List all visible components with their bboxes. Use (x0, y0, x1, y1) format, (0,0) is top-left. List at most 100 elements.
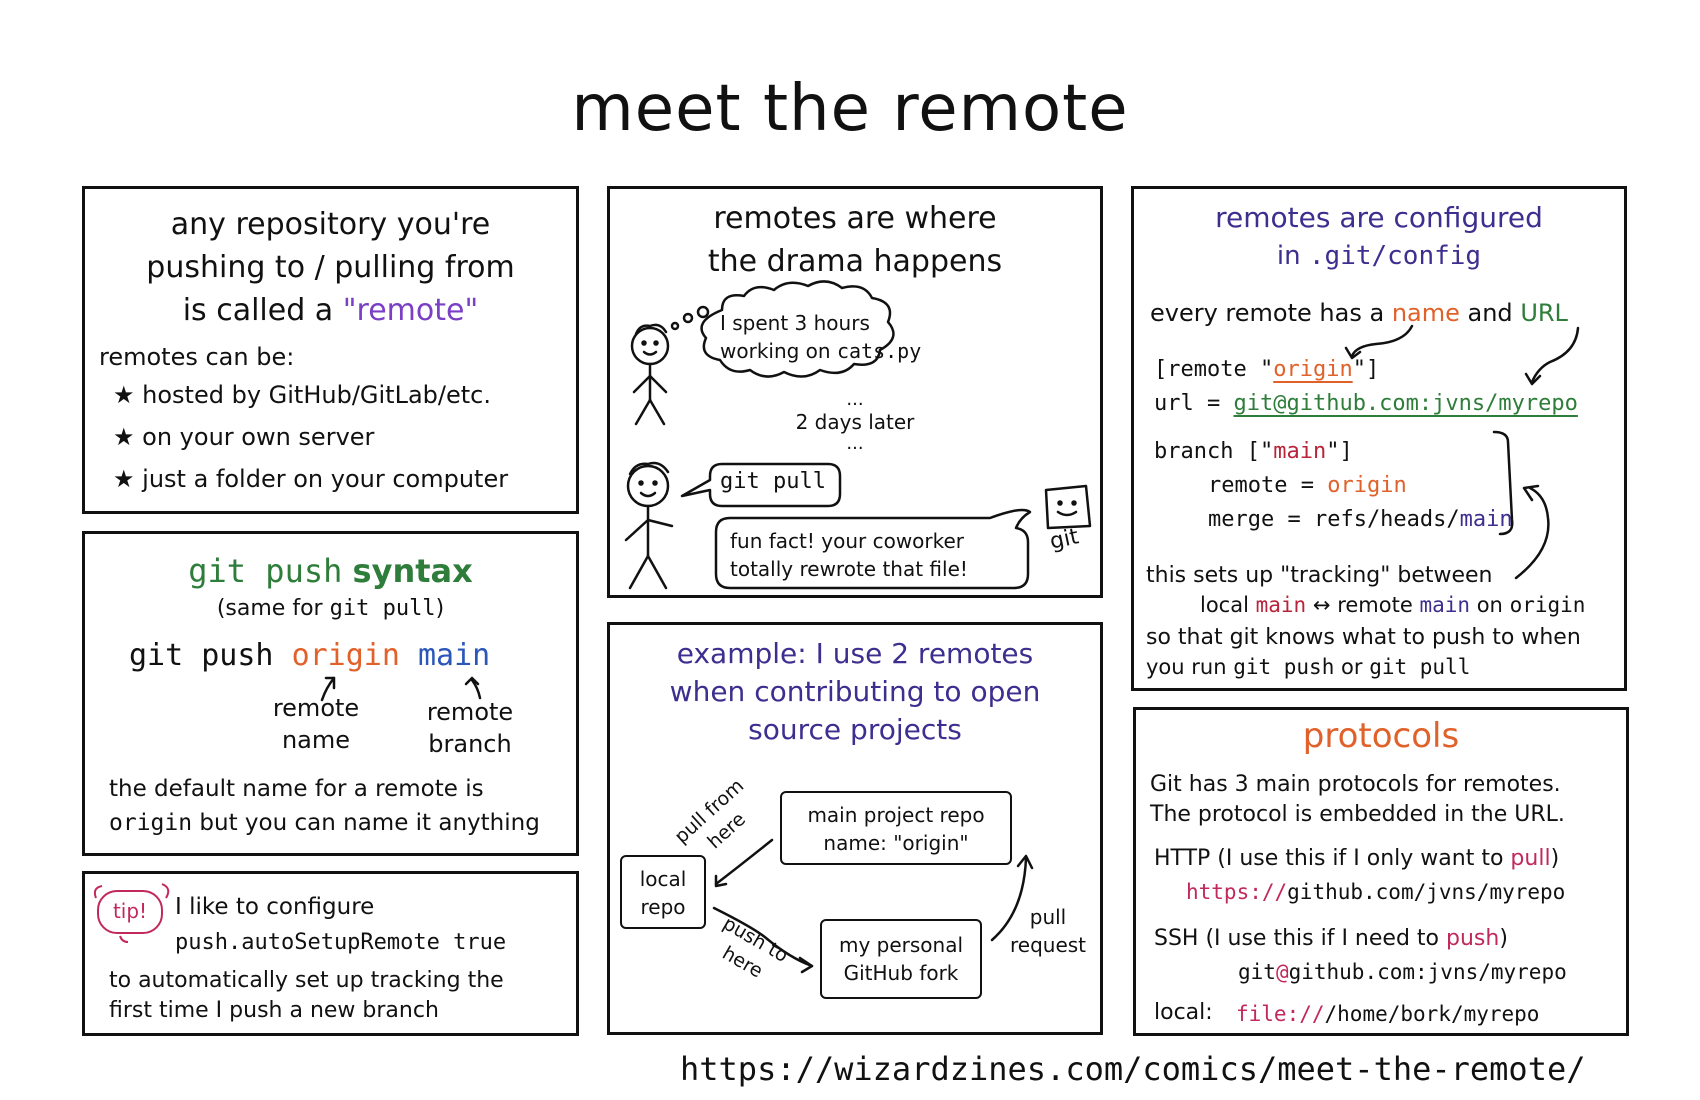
remote-name-value: origin (1273, 357, 1353, 382)
http-line: HTTP (I use this if I only want to pull) (1154, 846, 1559, 871)
remote-bullet-2: ★ on your own server (113, 423, 374, 451)
ellipsis-bottom: ... (846, 433, 864, 454)
run-prefix: you run (1146, 655, 1227, 679)
config-heading-prefix: in (1276, 241, 1301, 271)
config-remote-line: [remote "origin"] (1154, 357, 1379, 382)
protocols-intro2: The protocol is embedded in the URL. (1150, 802, 1565, 827)
every-and: and (1467, 299, 1513, 327)
tracking-remote: remote (1337, 593, 1413, 617)
ssh-word: push (1446, 926, 1500, 951)
page-title: meet the remote (571, 72, 1129, 146)
thought-file: cats.py (836, 339, 922, 363)
remote-intro: remotes can be: (99, 343, 295, 371)
panel-git-push-syntax: git push syntax (same for git pull) git … (82, 531, 579, 856)
every-prefix: every remote has a (1150, 299, 1385, 327)
fork-line2: GitHub fork (843, 961, 959, 985)
cmd-base: git push (129, 638, 274, 673)
later-block: ... 2 days later ... (750, 389, 960, 455)
ssh-at: @ (1275, 960, 1289, 984)
reply-line2: totally rewrote that file! (730, 557, 968, 581)
ssh-line: SSH (I use this if I need to push) (1154, 926, 1508, 951)
label-remote-branch: remote branch (415, 698, 525, 758)
default-line2: origin but you can name it anything (109, 810, 540, 836)
so-that-line: so that git knows what to push to when (1146, 625, 1581, 650)
protocols-intro1: Git has 3 main protocols for remotes. (1150, 772, 1561, 797)
remote-key: remote = (1208, 473, 1328, 498)
pull-request-label: pull request (1000, 903, 1096, 959)
tip-badge: tip! (97, 890, 163, 934)
syntax-heading-cmd: git push (188, 552, 343, 590)
tip-config: push.autoSetupRemote true (175, 930, 507, 955)
ssh-prefix: SSH (I use this if I need to (1154, 926, 1439, 951)
drama-heading-line1: remotes are where (713, 201, 997, 236)
thought-line2: working on cats.py (720, 337, 921, 365)
panel-example: example: I use 2 remotes when contributi… (607, 622, 1103, 1035)
merge-val: main (1459, 507, 1513, 532)
ssh-suffix: ) (1499, 926, 1508, 951)
tracking-local: local (1200, 593, 1249, 617)
http-url: https://github.com/jvns/myrepo (1186, 880, 1565, 904)
protocols-heading: protocols (1302, 716, 1460, 756)
panel-config: remotes are configured in .git/config ev… (1131, 186, 1627, 691)
merge-key: merge = refs/heads/ (1208, 507, 1460, 532)
personal-fork-box: my personal GitHub fork (820, 919, 982, 999)
git-pull-bubble-text: git pull (720, 469, 826, 494)
bullet-text: just a folder on your computer (142, 465, 509, 493)
reply-line1: fun fact! your coworker (730, 529, 965, 553)
remote-heading-line3: is called a "remote" (85, 293, 576, 328)
http-scheme: https:// (1186, 880, 1288, 904)
remote-heading-line2: pushing to / pulling from (146, 250, 515, 285)
panel-tip: tip! I like to configure push.autoSetupR… (82, 871, 579, 1036)
tip-line4: first time I push a new branch (109, 998, 439, 1023)
cmd-origin: origin (291, 638, 400, 673)
remote-bullet-3: ★ just a folder on your computer (113, 465, 508, 493)
http-suffix: ) (1550, 846, 1560, 871)
ssh-rest: github.com:jvns/myrepo (1288, 960, 1567, 984)
syntax-same-for: (same for git pull) (85, 596, 576, 621)
branch-open: branch [" (1154, 439, 1274, 464)
default-line1: the default name for a remote is (109, 776, 484, 802)
thought-bubble-text: I spent 3 hours working on cats.py (720, 309, 921, 365)
footer-url[interactable]: https://wizardzines.com/comics/meet-the-… (680, 1050, 1586, 1088)
http-word: pull (1510, 846, 1551, 871)
every-name: name (1391, 299, 1460, 327)
config-merge-line: merge = refs/heads/main (1208, 507, 1513, 532)
branch-close: "] (1326, 439, 1353, 464)
label-remote-name-1: remote (272, 694, 360, 722)
tracking-on: on (1476, 593, 1503, 617)
reply-bubble-text: fun fact! your coworker totally rewrote … (730, 527, 968, 583)
bullet-text: hosted by GitHub/GitLab/etc. (142, 381, 491, 409)
fork-line1: my personal (838, 933, 964, 957)
tracking-line2: local main ↔ remote main on origin (1200, 593, 1585, 617)
config-url-line: url = git@github.com:jvns/myrepo (1154, 391, 1578, 416)
every-remote-line: every remote has a name and URL (1150, 299, 1568, 327)
default-origin: origin (109, 810, 193, 836)
syntax-command: git push origin main (129, 638, 490, 673)
example-heading-line1: example: I use 2 remotes (676, 637, 1034, 670)
local-scheme: file:// (1236, 1002, 1325, 1026)
config-remote-key-line: remote = origin (1208, 473, 1407, 498)
tip-line1: I like to configure (175, 894, 375, 920)
ssh-url: git@github.com:jvns/myrepo (1238, 960, 1567, 984)
same-suffix: ) (435, 596, 445, 621)
every-url: URL (1520, 299, 1568, 327)
config-branch-line: branch ["main"] (1154, 439, 1353, 464)
remote-heading-highlight: "remote" (342, 293, 479, 328)
remote-open: [remote " (1154, 357, 1274, 382)
remote-close: "] (1352, 357, 1380, 382)
remote-heading-prefix: is called a (182, 293, 334, 328)
url-value: git@github.com:jvns/myrepo (1233, 391, 1578, 416)
config-heading-path: .git/config (1308, 241, 1482, 271)
star-icon: ★ (113, 423, 135, 451)
later-text: 2 days later (795, 410, 915, 434)
local-repo-box: local repo (620, 855, 706, 929)
local-rest: /home/bork/myrepo (1324, 1002, 1540, 1026)
tip-badge-text: tip! (112, 899, 148, 923)
label-remote-name-2: name (281, 726, 351, 754)
tracking-arrow: ↔ (1312, 593, 1331, 617)
git-label: git (1047, 524, 1081, 555)
bullet-text: on your own server (142, 423, 375, 451)
pull-request-1: pull (1029, 905, 1067, 929)
config-heading-line1: remotes are configured (1215, 201, 1543, 234)
tip-line3: to automatically set up tracking the (109, 968, 504, 993)
